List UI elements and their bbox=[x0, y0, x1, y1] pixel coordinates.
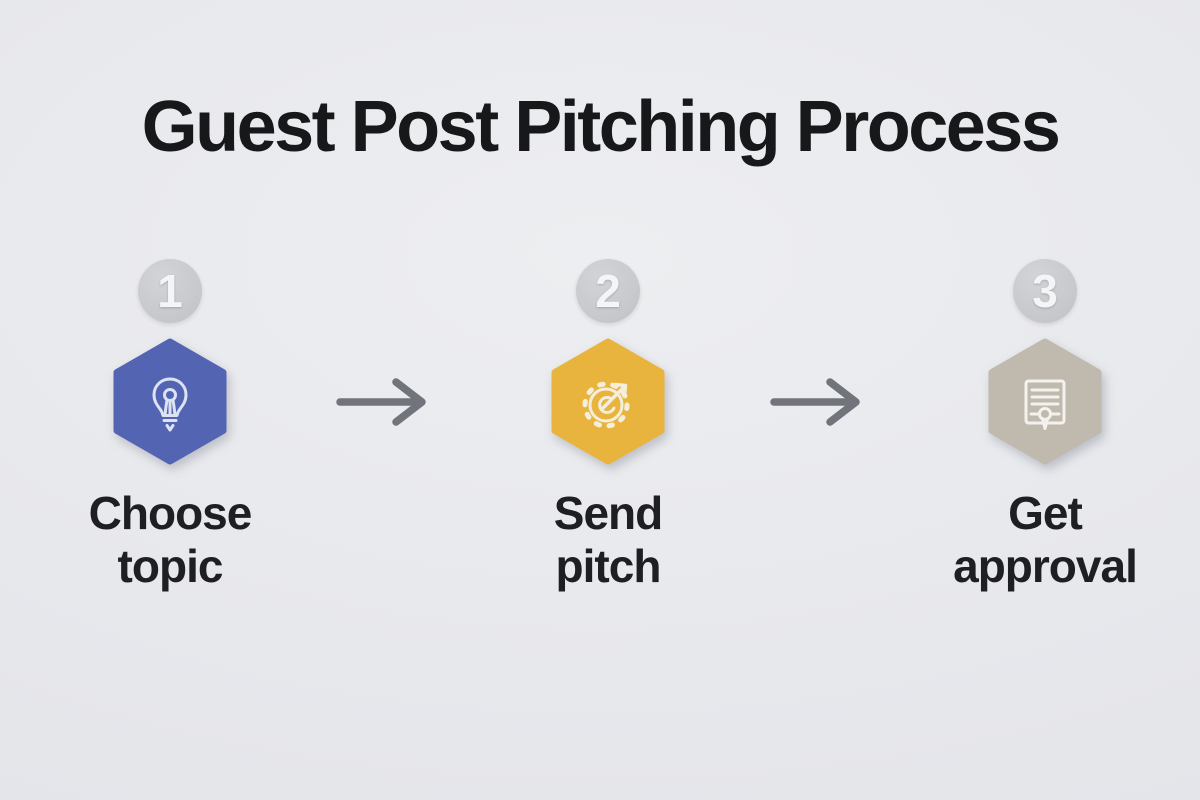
step-number-badge: 2 bbox=[576, 259, 640, 323]
step-hexagon bbox=[551, 338, 665, 465]
hexagon-shape bbox=[988, 338, 1102, 465]
step-label: Get approval bbox=[953, 487, 1138, 593]
process-step-send-pitch: 2 Send pitch bbox=[458, 259, 758, 593]
certificate-icon bbox=[1024, 379, 1066, 430]
step-hexagon bbox=[988, 338, 1102, 465]
step-label-line: pitch bbox=[555, 540, 662, 592]
lightbulb-icon bbox=[152, 377, 188, 431]
flow-arrow-icon bbox=[769, 372, 869, 432]
step-label-line: Get bbox=[1008, 487, 1083, 539]
step-number: 2 bbox=[595, 265, 621, 317]
step-label-line: topic bbox=[117, 540, 224, 592]
flow-arrow-icon bbox=[335, 372, 435, 432]
step-label: Choose topic bbox=[88, 487, 253, 593]
target-gear-arrow-icon bbox=[582, 381, 630, 428]
step-number: 3 bbox=[1032, 265, 1058, 317]
step-label-line: Choose bbox=[88, 487, 253, 539]
step-label-line: Send bbox=[553, 487, 663, 539]
step-label-line: approval bbox=[953, 540, 1138, 592]
step-number-badge: 3 bbox=[1013, 259, 1077, 323]
step-hexagon bbox=[113, 338, 227, 465]
step-number-badge: 1 bbox=[138, 259, 202, 323]
process-step-get-approval: 3 Get approval bbox=[895, 259, 1195, 593]
step-label: Send pitch bbox=[553, 487, 663, 593]
process-step-choose-topic: 1 Choose topic bbox=[20, 259, 320, 593]
page-title: Guest Post Pitching Process bbox=[141, 87, 1061, 167]
step-number: 1 bbox=[157, 265, 183, 317]
